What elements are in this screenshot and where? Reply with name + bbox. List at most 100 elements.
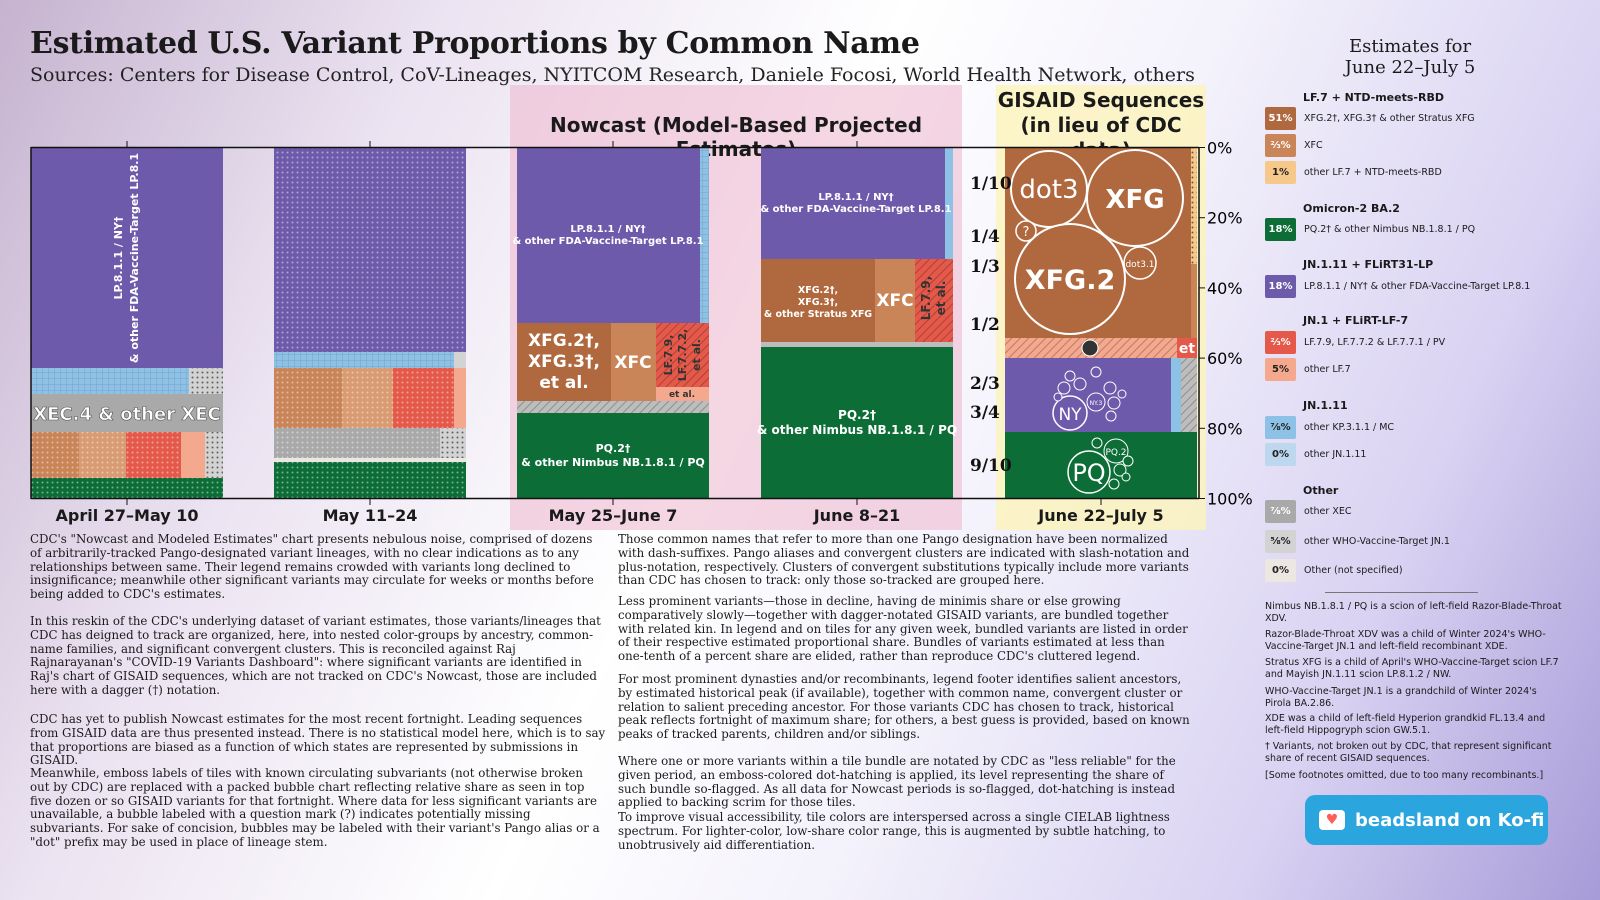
right-axis-tick-label: 20% (1207, 209, 1243, 228)
tile-grey-col4 (761, 342, 953, 347)
tile-label-lf-l2-col4: et al. (934, 281, 948, 316)
body-paragraph: CDC's "Nowcast and Modeled Estimates" ch… (30, 532, 594, 602)
footnote: XDE was a child of left-field Hyperion g… (1265, 713, 1546, 736)
tile-salmon-col1 (181, 432, 205, 478)
tile-xfg-col4 (761, 259, 875, 342)
tile-label-lf-l1-col4: LF.7.9, (919, 276, 933, 320)
footnote: Razor-Blade-Throat XDV was a child of Wi… (1265, 629, 1546, 652)
tile-salmon-col2 (454, 368, 466, 428)
bubble-salmon-cluster (1081, 339, 1099, 357)
tile-label-xfg-l1-col4: XFG.2†, (798, 285, 838, 296)
bubble-question-xfg (1015, 220, 1037, 242)
column-may11-24 (274, 148, 466, 498)
body-paragraph: Less prominent variants—those in decline… (618, 594, 1188, 664)
tile-other-col2 (274, 458, 466, 462)
body-paragraph: Those common names that refer to more th… (618, 532, 1190, 588)
tile-xec-col1 (31, 394, 223, 432)
legend-swatch: ⅔% (1265, 134, 1296, 157)
bubble-label-pq: PQ (1072, 459, 1105, 487)
legend-item-label: other XEC (1304, 506, 1352, 517)
legend-swatch: 18% (1265, 218, 1296, 241)
tile-label-xfg-l1-col3: XFG.2†, (528, 331, 600, 351)
legend-group-header: Omicron-2 BA.2 (1303, 202, 1400, 215)
body-paragraph: To improve visual accessibility, tile co… (618, 810, 1170, 852)
bubble-ny (1052, 395, 1088, 431)
body-paragraph: For most prominent dynasties and/or reco… (618, 672, 1190, 742)
bubble-label-pq2: PQ.2 (1105, 448, 1126, 458)
tile-label-xfc-col3: XFC (614, 353, 651, 373)
tile-lightblue-col5 (1171, 358, 1181, 432)
legend-item-label: XFG.2†, XFG.3† & other Stratus XFG (1304, 113, 1475, 124)
bubble-ny-s5 (1107, 396, 1121, 410)
xlabel-col2: May 11–24 (322, 506, 418, 525)
legend-item-label: other JN.1.11 (1304, 449, 1367, 460)
tile-xfc-col4 (875, 259, 915, 342)
tile-label-pq-col4: PQ.2† (838, 408, 876, 422)
page-subtitle: Sources: Centers for Disease Control, Co… (30, 64, 1195, 86)
tile-label-et-col5: et (1179, 341, 1195, 357)
bubble-label-dot3: dot3 (1019, 175, 1078, 205)
kofi-button[interactable]: ♥ beadsland on Ko-fi (1305, 795, 1548, 845)
tile-xfc-col5 (1191, 264, 1197, 338)
fraction-nine-tenths: 9/10 (970, 456, 1012, 476)
legend-swatch: ⅞% (1265, 416, 1296, 439)
tile-label-lp8-sub-col1: & other FDA-Vaccine-Target LP.8.1 (128, 153, 141, 363)
tile-lp8-col4 (761, 148, 945, 259)
xlabel-col5: June 22–July 5 (1038, 506, 1164, 525)
legend-item-label: PQ.2† & other Nimbus NB.1.8.1 / PQ (1304, 224, 1476, 235)
bubble-ny-s4 (1103, 381, 1117, 395)
tile-salmon-col3 (656, 387, 709, 401)
page-title: Estimated U.S. Variant Proportions by Co… (30, 26, 920, 61)
bubble-pq2 (1103, 438, 1129, 464)
right-axis-tick-label: 40% (1207, 279, 1243, 298)
bubble-ny3 (1086, 392, 1106, 412)
legend-item-label: other KP.3.1.1 / MC (1304, 422, 1395, 433)
legend-item-label: Other (not specified) (1304, 565, 1403, 576)
tile-label-lp8-col1: LP.8.1.1 / NY† (112, 216, 125, 299)
bubble-label-xfg2: XFG.2 (1025, 265, 1115, 296)
bubble-pq-s2 (1113, 463, 1127, 477)
body-paragraph: Where one or more variants within a tile… (618, 754, 1176, 810)
legend-swatch: ⅞% (1265, 500, 1296, 523)
fraction-tenth: 1/10 (970, 174, 1012, 194)
tile-label-etal-col3: et al. (669, 390, 695, 400)
legend-swatch: 0% (1265, 443, 1296, 466)
bubble-ny-s2 (1073, 377, 1087, 391)
tile-label-xfg-l2-col4: XFG.3†, (798, 297, 838, 308)
column-apr27-may10: LP.8.1.1 / NY† & other FDA-Vaccine-Targe… (31, 148, 223, 498)
bubble-pq (1067, 450, 1111, 494)
bubble-label-ny: NY (1058, 405, 1082, 425)
body-paragraph: Meanwhile, emboss labels of tiles with k… (30, 766, 600, 849)
bubble-pq-s1 (1091, 437, 1103, 449)
tile-lp8-col5 (1005, 358, 1171, 432)
legend-item-label: other WHO-Vaccine-Target JN.1 (1304, 536, 1450, 547)
column-jun8-21: LP.8.1.1 / NY† & other FDA-Vaccine-Targe… (757, 148, 957, 498)
xlabel-col4: June 8–21 (813, 506, 901, 525)
body-paragraph: In this reskin of the CDC's underlying d… (30, 614, 601, 697)
legend-group-header: LF.7 + NTD-meets-RBD (1303, 91, 1444, 104)
tile-label-xfg-l3-col4: & other Stratus XFG (764, 309, 872, 320)
bubble-pq-s5 (1121, 472, 1131, 482)
bubble-label-xfg: XFG (1105, 185, 1164, 215)
tile-label-pq-sub-col4: & other Nimbus NB.1.8.1 / PQ (757, 423, 957, 437)
bubble-ny-s9 (1117, 389, 1127, 399)
column-may25-jun7: LP.8.1.1 / NY† & other FDA-Vaccine-Targe… (512, 148, 709, 498)
bubble-ny-s1 (1057, 381, 1071, 395)
bubble-ny-s3 (1064, 370, 1076, 382)
estimates-for-line2: June 22–July 5 (1344, 57, 1476, 78)
bubble-label-question-xfg: ? (1023, 225, 1030, 240)
tile-lp8-col1 (31, 148, 223, 368)
tile-lightgrey-col2 (454, 352, 466, 368)
legend-item-label: other LF.7 (1304, 364, 1351, 375)
tile-label-lf-l2-col3: LF.7.7.2, (676, 329, 689, 382)
tile-lightblue-col4 (945, 148, 953, 259)
bubble-ny-s6 (1090, 366, 1102, 378)
bubble-xfg (1086, 149, 1184, 247)
footnote: Nimbus NB.1.8.1 / PQ is a scion of left-… (1265, 601, 1562, 624)
footnote: WHO-Vaccine-Target JN.1 is a grandchild … (1265, 686, 1537, 709)
estimates-for-line1: Estimates for (1348, 36, 1472, 57)
legend-divider (1325, 592, 1478, 593)
legend-swatch: 1% (1265, 161, 1296, 184)
kofi-cup-icon: ♥ (1319, 810, 1345, 830)
